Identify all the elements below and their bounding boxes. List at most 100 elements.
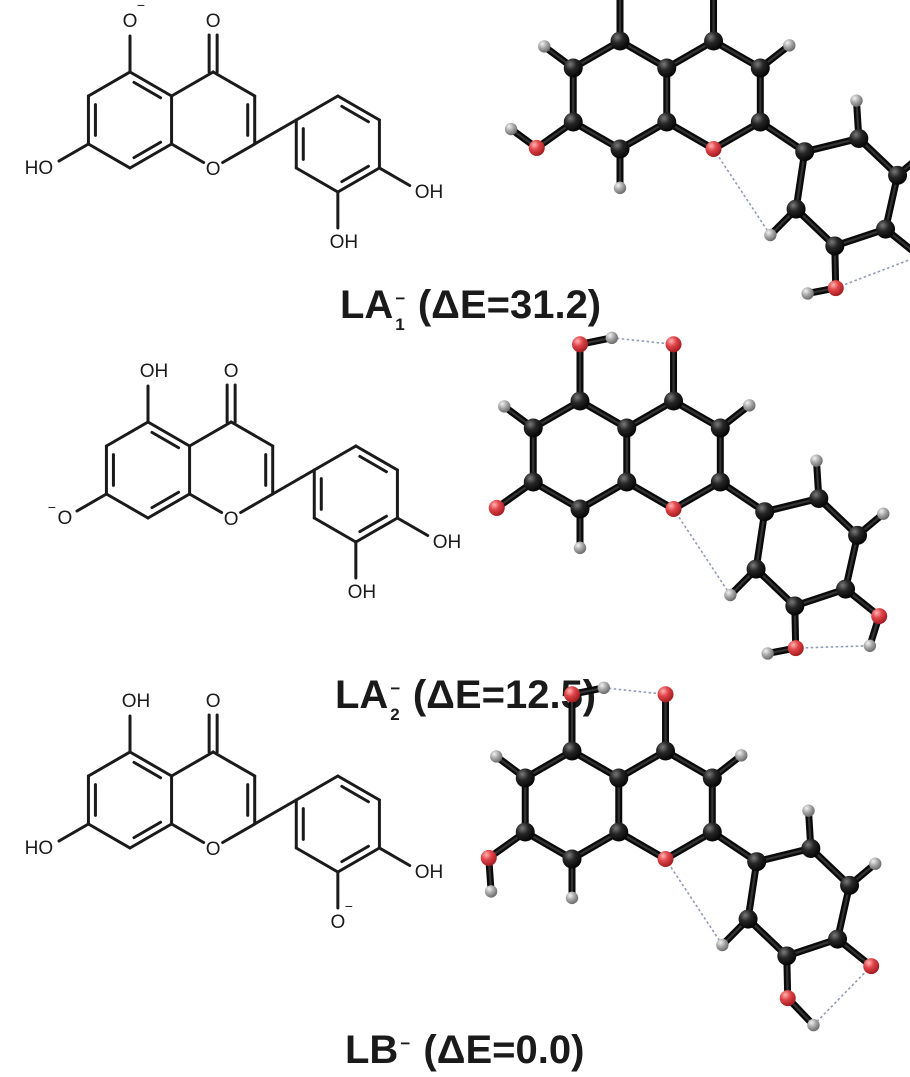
carbon-a5 — [563, 112, 583, 132]
hydrogen-h5p — [877, 507, 890, 520]
carbon-c3 — [710, 418, 730, 438]
caption-1: LA− 2 (ΔE=12.5) — [335, 673, 596, 724]
caption-species: LA — [335, 673, 388, 717]
caption-2: LB− (ΔE=0.0) — [345, 1028, 584, 1072]
carbon-a2 — [617, 418, 637, 438]
model-atoms — [504, 31, 908, 300]
hydrogen-ho5 — [597, 681, 611, 695]
carbon-a3 — [657, 112, 677, 132]
hydrogen-ho3p — [761, 647, 774, 660]
carbon-b3 — [848, 525, 868, 545]
model-3d-1 — [488, 331, 890, 660]
hydrogen-bond — [712, 148, 772, 236]
atom-label-o4p: OH — [415, 862, 444, 883]
atom-label-o4: O — [206, 11, 221, 32]
atom-label-o3p: OH — [330, 232, 359, 253]
carbon-b2 — [849, 128, 869, 148]
hydrogen-bond — [672, 508, 732, 596]
hydrogen-bonds — [603, 687, 872, 1026]
caption-charge: − — [390, 679, 400, 698]
carbon-c4 — [702, 822, 722, 842]
hydrogen-h6p — [810, 454, 823, 467]
model-3d-0 — [504, 0, 910, 300]
caption-energy: (ΔE=0.0) — [412, 1028, 584, 1072]
hydrogen-bond — [812, 965, 872, 1026]
oxygen-o5 — [572, 336, 588, 353]
atom-label-o4: O — [206, 691, 221, 712]
hydrogen-bonds — [611, 337, 870, 649]
atom-label-o3p: O — [330, 912, 345, 933]
carbon-b4 — [836, 579, 856, 599]
atom-label-o7: HO — [25, 158, 54, 179]
carbon-c3 — [750, 58, 770, 78]
carbon-b1 — [747, 852, 767, 872]
carbon-a6 — [563, 58, 583, 78]
carbon-b2 — [809, 488, 829, 508]
carbon-a4 — [562, 849, 582, 869]
hydrogen-bond — [664, 858, 724, 946]
charge-o5: − — [137, 0, 145, 13]
charge-o3p: − — [345, 898, 353, 914]
atom-label-o5: OH — [122, 691, 151, 712]
skeleton-bonds — [75, 383, 430, 580]
carbon-c3 — [702, 768, 722, 788]
caption-index: 2 — [390, 705, 399, 724]
carbon-b3 — [840, 875, 860, 895]
skeleton-bonds — [57, 33, 412, 230]
carbon-a6 — [523, 418, 543, 438]
hydrogen-h6 — [538, 40, 551, 53]
oxygen-o7 — [480, 849, 497, 866]
hydrogen-ho4p — [863, 639, 877, 652]
carbon-c4 — [750, 112, 770, 132]
carbon-b4 — [828, 929, 848, 949]
carbon-a1 — [570, 391, 590, 411]
atom-label-o1: O — [206, 159, 221, 180]
model-bonds — [485, 684, 879, 1029]
hydrogen-bond — [835, 258, 910, 289]
hydrogen-h3 — [783, 39, 796, 52]
hydrogen-h6 — [490, 750, 503, 763]
caption-energy: (ΔE=31.2) — [407, 283, 601, 327]
caption-index: 1 — [395, 315, 404, 334]
oxygen-o3p — [787, 640, 804, 657]
atom-label-o4: O — [224, 361, 239, 382]
carbon-b5 — [777, 946, 797, 966]
atom-label-o5: O — [123, 11, 138, 32]
carbon-b4 — [876, 219, 896, 239]
oxygen-o5 — [564, 686, 580, 703]
carbon-a6 — [515, 768, 535, 788]
hydrogen-bond — [795, 644, 870, 649]
carbon-c2 — [704, 31, 724, 51]
carbon-b6 — [746, 559, 766, 579]
oxygen-o1 — [705, 141, 722, 157]
hydrogen-ho7 — [484, 885, 498, 898]
carbon-b1 — [755, 502, 775, 522]
hydrogen-h8 — [565, 891, 579, 905]
skeleton-bonds — [57, 713, 412, 910]
atom-label-o7: O — [57, 508, 72, 529]
carbon-a1 — [610, 31, 630, 51]
caption-energy: (ΔE=12.5) — [402, 673, 596, 717]
hydrogen-ho3p — [801, 287, 814, 300]
hydrogen-h3 — [735, 749, 748, 762]
atom-label-o1: O — [206, 839, 221, 860]
caption-charge: − — [400, 1034, 410, 1053]
atom-label-o7: HO — [25, 838, 54, 859]
caption-species: LA — [340, 283, 393, 327]
model-3d-2 — [480, 681, 882, 1032]
carbon-b3 — [888, 165, 908, 185]
oxygen-o4 — [657, 686, 674, 703]
hydrogen-ho7 — [504, 122, 518, 136]
carbon-b6 — [738, 909, 758, 929]
carbon-c4 — [710, 472, 730, 492]
caption-0: LA−1 (ΔE=31.2) — [340, 283, 601, 334]
charge-o7: − — [48, 499, 56, 515]
carbon-b6 — [786, 199, 806, 219]
atom-label-o5: OH — [140, 361, 169, 382]
caption-species: LB — [345, 1028, 398, 1072]
